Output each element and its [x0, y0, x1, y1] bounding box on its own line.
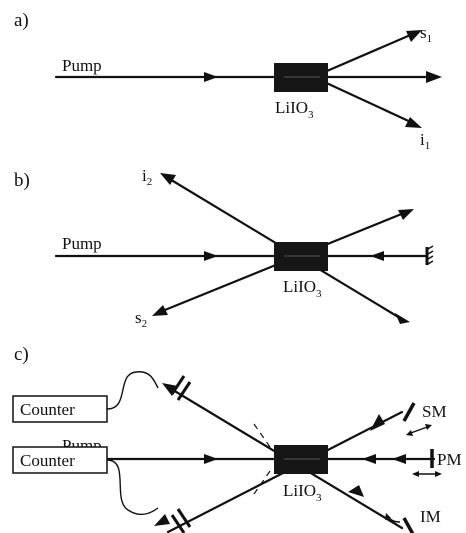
aperture-upper: [176, 381, 192, 401]
crystal-label: LiIO3: [275, 98, 314, 121]
idler-label-i2: i2: [142, 166, 152, 188]
translation-arrowhead: [406, 430, 413, 436]
pump-direction-arrow: [204, 454, 218, 464]
reference-dash: [253, 470, 271, 495]
beam-arrow-upper-left: [162, 383, 178, 396]
signal-arrow-s1: [406, 30, 422, 42]
fiber-upper: [106, 371, 159, 410]
aperture-upper: [170, 375, 186, 395]
signal-beam-s1: [318, 31, 417, 76]
idler-mirror: [402, 517, 415, 533]
mirror-label-pm: PM: [437, 450, 462, 469]
crystal-label: LiIO3: [283, 277, 322, 300]
mirror-label-im: IM: [420, 507, 441, 526]
signal-arrow-s2: [152, 305, 168, 316]
retro-pump-arrow: [362, 454, 376, 464]
translation-arrowhead: [425, 424, 432, 430]
crystal-label: LiIO3: [283, 481, 322, 504]
mirror-hatch: [427, 255, 434, 260]
idler-label-i1: i1: [420, 130, 430, 152]
transmitted-pump-arrow: [426, 71, 442, 83]
aperture-lower: [170, 514, 186, 533]
translation-arrowhead: [435, 471, 442, 477]
panel-a-label: a): [14, 10, 29, 31]
panel-c: c) LiIO3 Pump Counter Counter: [12, 344, 462, 533]
retro-idler-arrow: [348, 485, 364, 497]
retro-pump-arrow: [392, 454, 406, 464]
panel-b-label: b): [14, 170, 30, 191]
mirror-hatch: [427, 250, 434, 255]
mirror-hatch: [427, 260, 434, 265]
panel-a: a) LiIO3 Pump s1 i1: [14, 10, 442, 152]
beam-arrow-upper-right: [398, 209, 414, 220]
mirror-hatch: [427, 245, 434, 250]
idler-arrow-i2: [160, 173, 176, 185]
retro-signal-arrow: [370, 414, 385, 431]
counter-label-upper: Counter: [20, 400, 75, 419]
fiber-lower: [106, 459, 159, 516]
tilt-arrowhead: [385, 513, 391, 520]
beam-arrow-lower-right: [395, 313, 410, 324]
signal-mirror: [402, 402, 416, 422]
signal-label-s2: s2: [135, 308, 147, 330]
panel-b: b) LiIO3 Pump i2 s2: [14, 166, 434, 330]
signal-label-s1: s1: [420, 23, 432, 45]
idler-arrow-i1: [405, 117, 422, 128]
pump-direction-arrow: [204, 251, 218, 261]
translation-arrowhead: [412, 471, 419, 477]
retro-pump-arrow: [370, 251, 384, 261]
aperture-lower: [176, 508, 192, 528]
counter-box-lower: [12, 446, 108, 474]
counter-label-lower: Counter: [20, 451, 75, 470]
mirror-label-sm: SM: [422, 402, 447, 421]
pump-label: Pump: [62, 56, 102, 75]
pump-label: Pump: [62, 234, 102, 253]
beam-arrow-lower-left: [154, 514, 170, 526]
pump-direction-arrow: [204, 72, 218, 82]
idler-beam-i1: [318, 78, 417, 126]
panel-c-label: c): [14, 344, 29, 365]
reference-dash: [253, 423, 271, 448]
